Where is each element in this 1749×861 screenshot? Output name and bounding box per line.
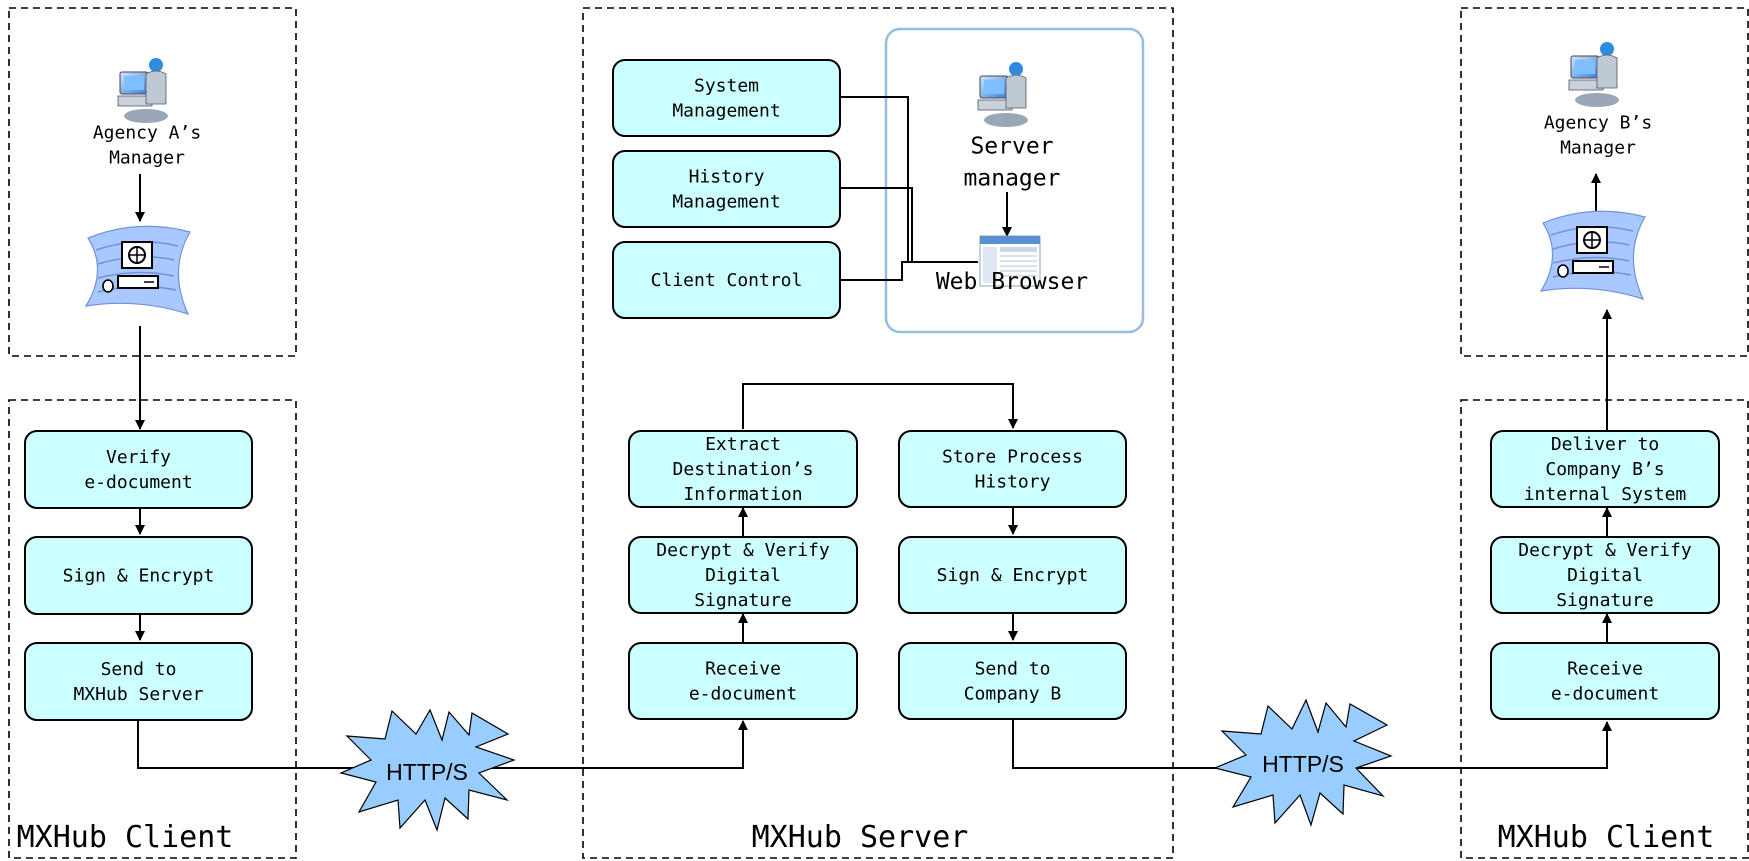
box-label: Digital [705, 565, 781, 586]
box-shape [1490, 430, 1720, 508]
http-burst-right: HTTP/S [1213, 698, 1393, 827]
web-browser-panel [884, 27, 1145, 334]
client-a-step: Sign & Encrypt [24, 536, 253, 615]
client-b-frame [1460, 399, 1749, 859]
box-label: Signature [1556, 590, 1654, 611]
box-shape [898, 430, 1127, 508]
web-browser-label: Web Browser [936, 269, 1088, 295]
box-shape [612, 241, 841, 319]
box-label: System [694, 76, 759, 97]
box-shape [612, 150, 841, 228]
client-a-step: Send to MXHub Server [24, 642, 253, 721]
box-label: Management [672, 101, 780, 122]
box-label: Decrypt & Verify [1518, 540, 1692, 561]
connectors [135, 96, 1612, 769]
box-label: Verify [106, 447, 171, 468]
agency-a-frame [8, 7, 297, 357]
box-label: Receive [1567, 659, 1643, 680]
box-label: Send to [101, 659, 177, 680]
box-shape [628, 642, 858, 720]
box-shape [1490, 642, 1720, 720]
network-computer-icon [84, 225, 191, 315]
box-shape [898, 536, 1127, 614]
client-a-frame [8, 399, 297, 859]
server-step: Send to Company B [898, 642, 1127, 720]
box-shape [24, 536, 253, 615]
box-label: Client Control [651, 270, 803, 291]
box-label: Send to [975, 659, 1051, 680]
server-frame [582, 7, 1174, 859]
box-label: e-document [1551, 684, 1659, 705]
server-manager-label: manager [964, 166, 1061, 192]
box-label: e-document [84, 472, 192, 493]
client-a-step: Verify e-document [24, 430, 253, 509]
server-manager-label: Server [970, 134, 1053, 160]
box-label: internal System [1524, 484, 1687, 505]
process-boxes: SystemManagementHistoryManagementClient … [24, 59, 1720, 721]
box-label: Store Process [942, 447, 1083, 468]
box-label: Digital [1567, 565, 1643, 586]
management-box: Client Control [612, 241, 841, 319]
box-shape [628, 430, 858, 508]
agency-a-manager-label: Agency A’s [93, 123, 201, 144]
box-label: History [975, 472, 1051, 493]
box-label: Signature [694, 590, 792, 611]
network-computer-icon [1539, 210, 1646, 300]
box-label: Decrypt & Verify [656, 540, 830, 561]
section-label-client-a: MXHub Client [17, 820, 234, 855]
box-label: Receive [705, 659, 781, 680]
server-step: Sign & Encrypt [898, 536, 1127, 614]
box-shape [1490, 536, 1720, 614]
server-step: Receive e-document [628, 642, 858, 720]
agency-a-manager-label: Manager [109, 148, 185, 169]
section-label-client-b: MXHub Client [1498, 820, 1715, 855]
box-label: Information [683, 484, 802, 505]
http-burst-left: HTTP/S [339, 708, 516, 832]
user-computer-icon [1568, 42, 1619, 107]
box-label: Management [672, 192, 780, 213]
box-label: Sign & Encrypt [937, 565, 1089, 586]
user-computer-icon [977, 62, 1028, 127]
client-b-step: Receive e-document [1490, 642, 1720, 720]
box-label: Destination’s [673, 459, 814, 480]
box-label: Extract [705, 434, 781, 455]
box-label: Company B’s [1545, 459, 1664, 480]
client-b-step: Deliver to Company B’s internal System [1490, 430, 1720, 508]
box-label: Company B [964, 684, 1062, 705]
http-label-left: HTTP/S [386, 759, 468, 785]
box-shape [628, 536, 858, 614]
box-shape [24, 642, 253, 721]
agency-b-manager-label: Manager [1560, 138, 1636, 159]
box-label: Sign & Encrypt [63, 566, 215, 587]
box-label: MXHub Server [73, 684, 203, 705]
web-browser-icon [979, 235, 1041, 287]
box-label: History [689, 167, 765, 188]
agency-b-frame [1460, 7, 1749, 357]
user-computer-icon [117, 58, 168, 123]
box-label: e-document [689, 684, 797, 705]
box-shape [612, 59, 841, 137]
section-label-server: MXHub Server [752, 820, 969, 855]
box-shape [24, 430, 253, 509]
http-label-right: HTTP/S [1262, 751, 1344, 777]
agency-b-manager-label: Agency B’s [1544, 113, 1652, 134]
box-shape [898, 642, 1127, 720]
box-label: Deliver to [1551, 434, 1659, 455]
